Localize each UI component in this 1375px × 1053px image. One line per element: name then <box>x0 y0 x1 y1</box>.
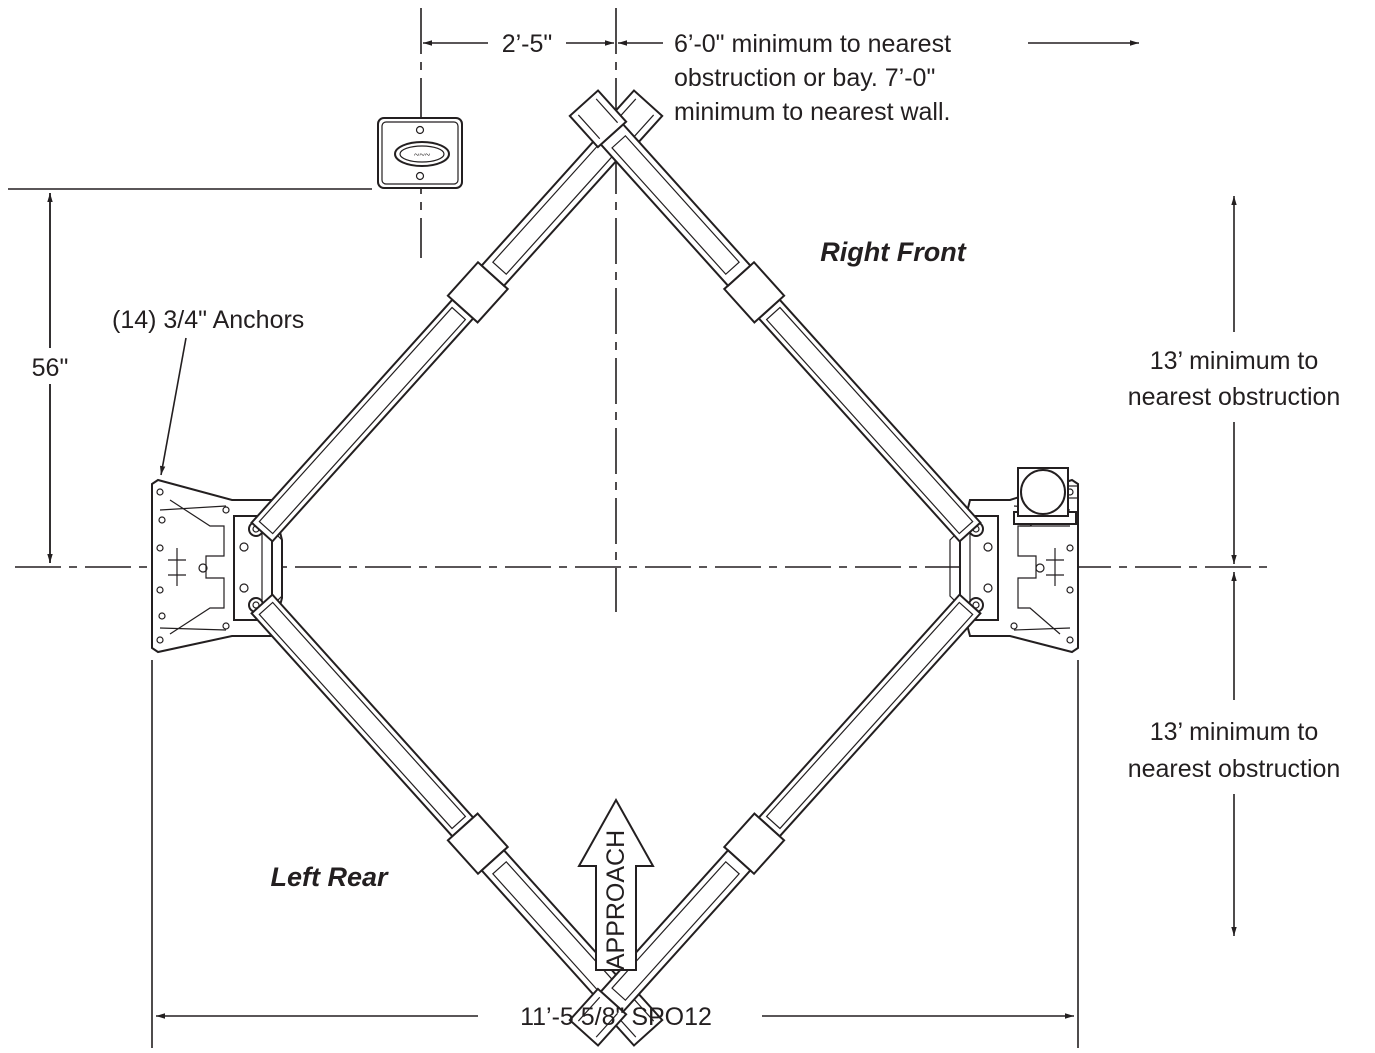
control-box: ~~~ <box>377 117 463 189</box>
approach-label: APPROACH <box>602 830 630 970</box>
arm-right-front <box>568 88 986 547</box>
left-rear-label: Left Rear <box>270 862 389 892</box>
power-unit <box>1013 467 1079 527</box>
obstruction-bottom-line1: 13’ minimum to <box>1150 718 1319 746</box>
obstruction-bottom-line2: nearest obstruction <box>1128 755 1341 783</box>
right-front-label: Right Front <box>820 237 966 267</box>
min-clearance-line3: minimum to nearest wall. <box>674 98 950 126</box>
svg-text:~~~: ~~~ <box>414 150 431 161</box>
arm-right-rear <box>568 589 986 1048</box>
anchors-label: (14) 3/4" Anchors <box>112 306 304 334</box>
dim-2-5-label: 2’-5" <box>502 30 553 58</box>
min-clearance-line1: 6’-0" minimum to nearest <box>674 30 951 58</box>
obstruction-top-line2: nearest obstruction <box>1128 383 1341 411</box>
approach-arrow <box>577 797 655 971</box>
dim-56-label: 56" <box>32 354 69 382</box>
arm-left-rear <box>246 589 664 1048</box>
anchors-leader <box>159 337 187 476</box>
obstruction-top-line1: 13’ minimum to <box>1150 347 1319 375</box>
min-clearance-line2: obstruction or bay. 7’-0" <box>674 64 935 92</box>
width-label: 11’-5 5/8" SPO12 <box>520 1003 712 1031</box>
